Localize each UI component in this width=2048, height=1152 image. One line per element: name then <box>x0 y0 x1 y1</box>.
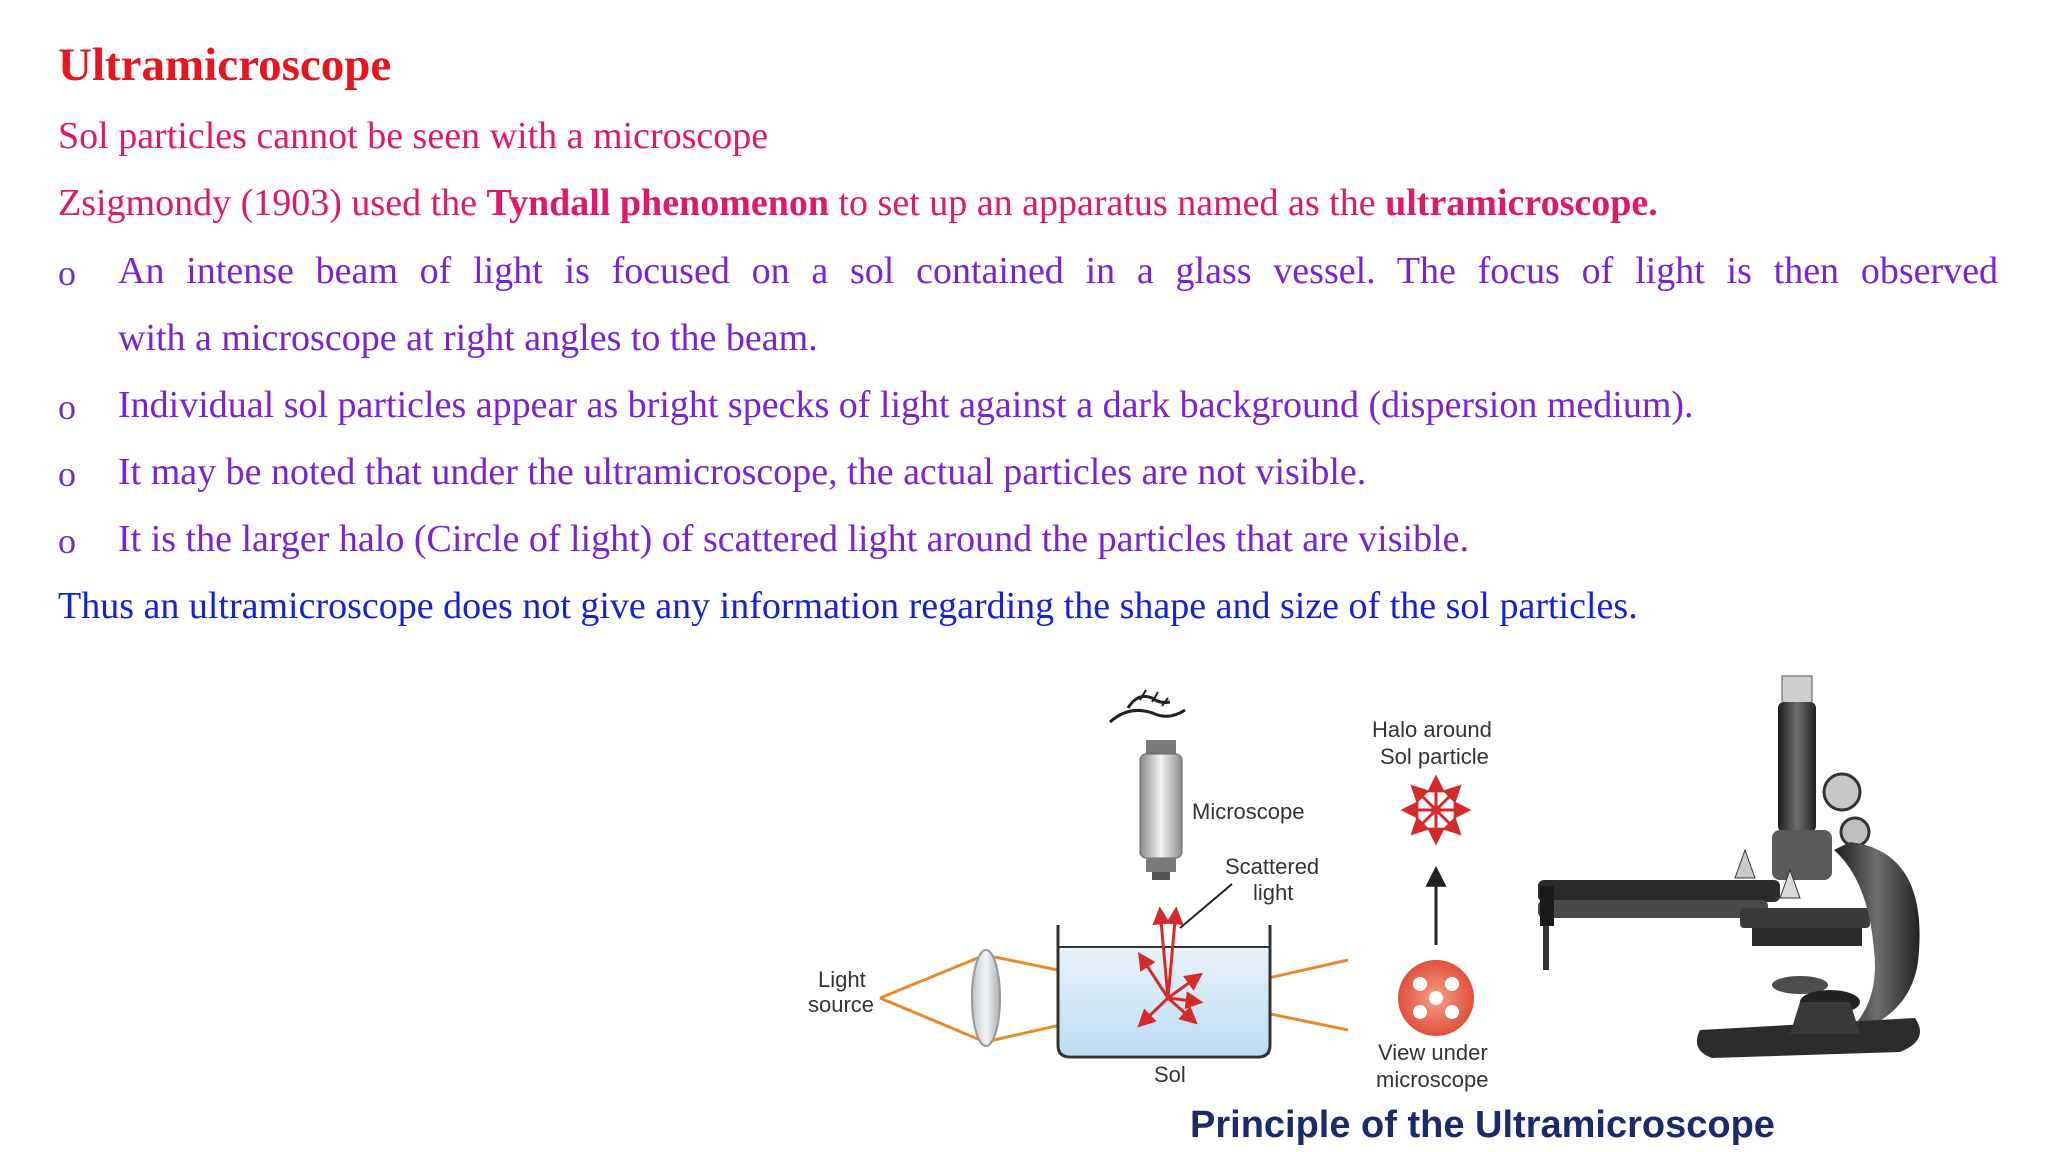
label-view-microscope: microscope <box>1376 1067 1488 1092</box>
bullet-marker-2: o <box>58 387 76 427</box>
label-view: View under <box>1378 1040 1488 1065</box>
label-light-source: source <box>808 992 874 1017</box>
intro-line-1: Sol particles cannot be seen with a micr… <box>58 115 769 157</box>
label-scattered-light: light <box>1253 880 1293 905</box>
intro-line-2: Zsigmondy (1903) used the Tyndall phenom… <box>58 181 1658 225</box>
condenser-lens <box>971 949 1001 1047</box>
intro-line-2-pre: Zsigmondy (1903) used the <box>58 182 487 224</box>
bullet-1-line-2: with a microscope at right angles to the… <box>118 317 818 359</box>
figure-caption: Principle of the Ultramicroscope <box>1190 1104 1775 1146</box>
microscope-icon <box>1538 675 1920 1058</box>
label-sol: Sol <box>1154 1062 1186 1087</box>
page-title: Ultramicroscope <box>58 39 392 91</box>
scatter-arrows <box>1137 906 1204 1028</box>
bullet-1-line-1: An intense beam of light is focused on a… <box>118 250 1998 292</box>
halo-icon <box>1400 774 1472 846</box>
label-halo-particle: Sol particle <box>1380 744 1489 769</box>
label-microscope: Microscope <box>1192 799 1304 824</box>
label-scattered: Scattered <box>1225 854 1319 879</box>
scattered-pointer <box>1179 883 1233 929</box>
ultramicroscope-term: ultramicroscope. <box>1385 182 1658 224</box>
tyndall-term: Tyndall phenomenon <box>486 182 829 224</box>
halo-center <box>1431 805 1441 815</box>
conclusion-line: Thus an ultramicroscope does not give an… <box>58 585 1638 627</box>
label-light: Light <box>818 967 866 992</box>
bullet-2: Individual sol particles appear as brigh… <box>118 384 1694 426</box>
microscope-tube <box>1139 740 1183 880</box>
bullet-marker-1: o <box>58 253 76 293</box>
bullet-marker-4: o <box>58 521 76 561</box>
intro-line-2-mid: to set up an apparatus named as the <box>828 182 1386 224</box>
bullet-4: It is the larger halo (Circle of light) … <box>118 518 1470 560</box>
bullet-3: It may be noted that under the ultramicr… <box>118 451 1367 493</box>
view-icon <box>1398 960 1474 1036</box>
label-halo: Halo around <box>1372 717 1492 742</box>
bullet-marker-3: o <box>58 454 76 494</box>
eye-icon <box>1108 689 1186 724</box>
